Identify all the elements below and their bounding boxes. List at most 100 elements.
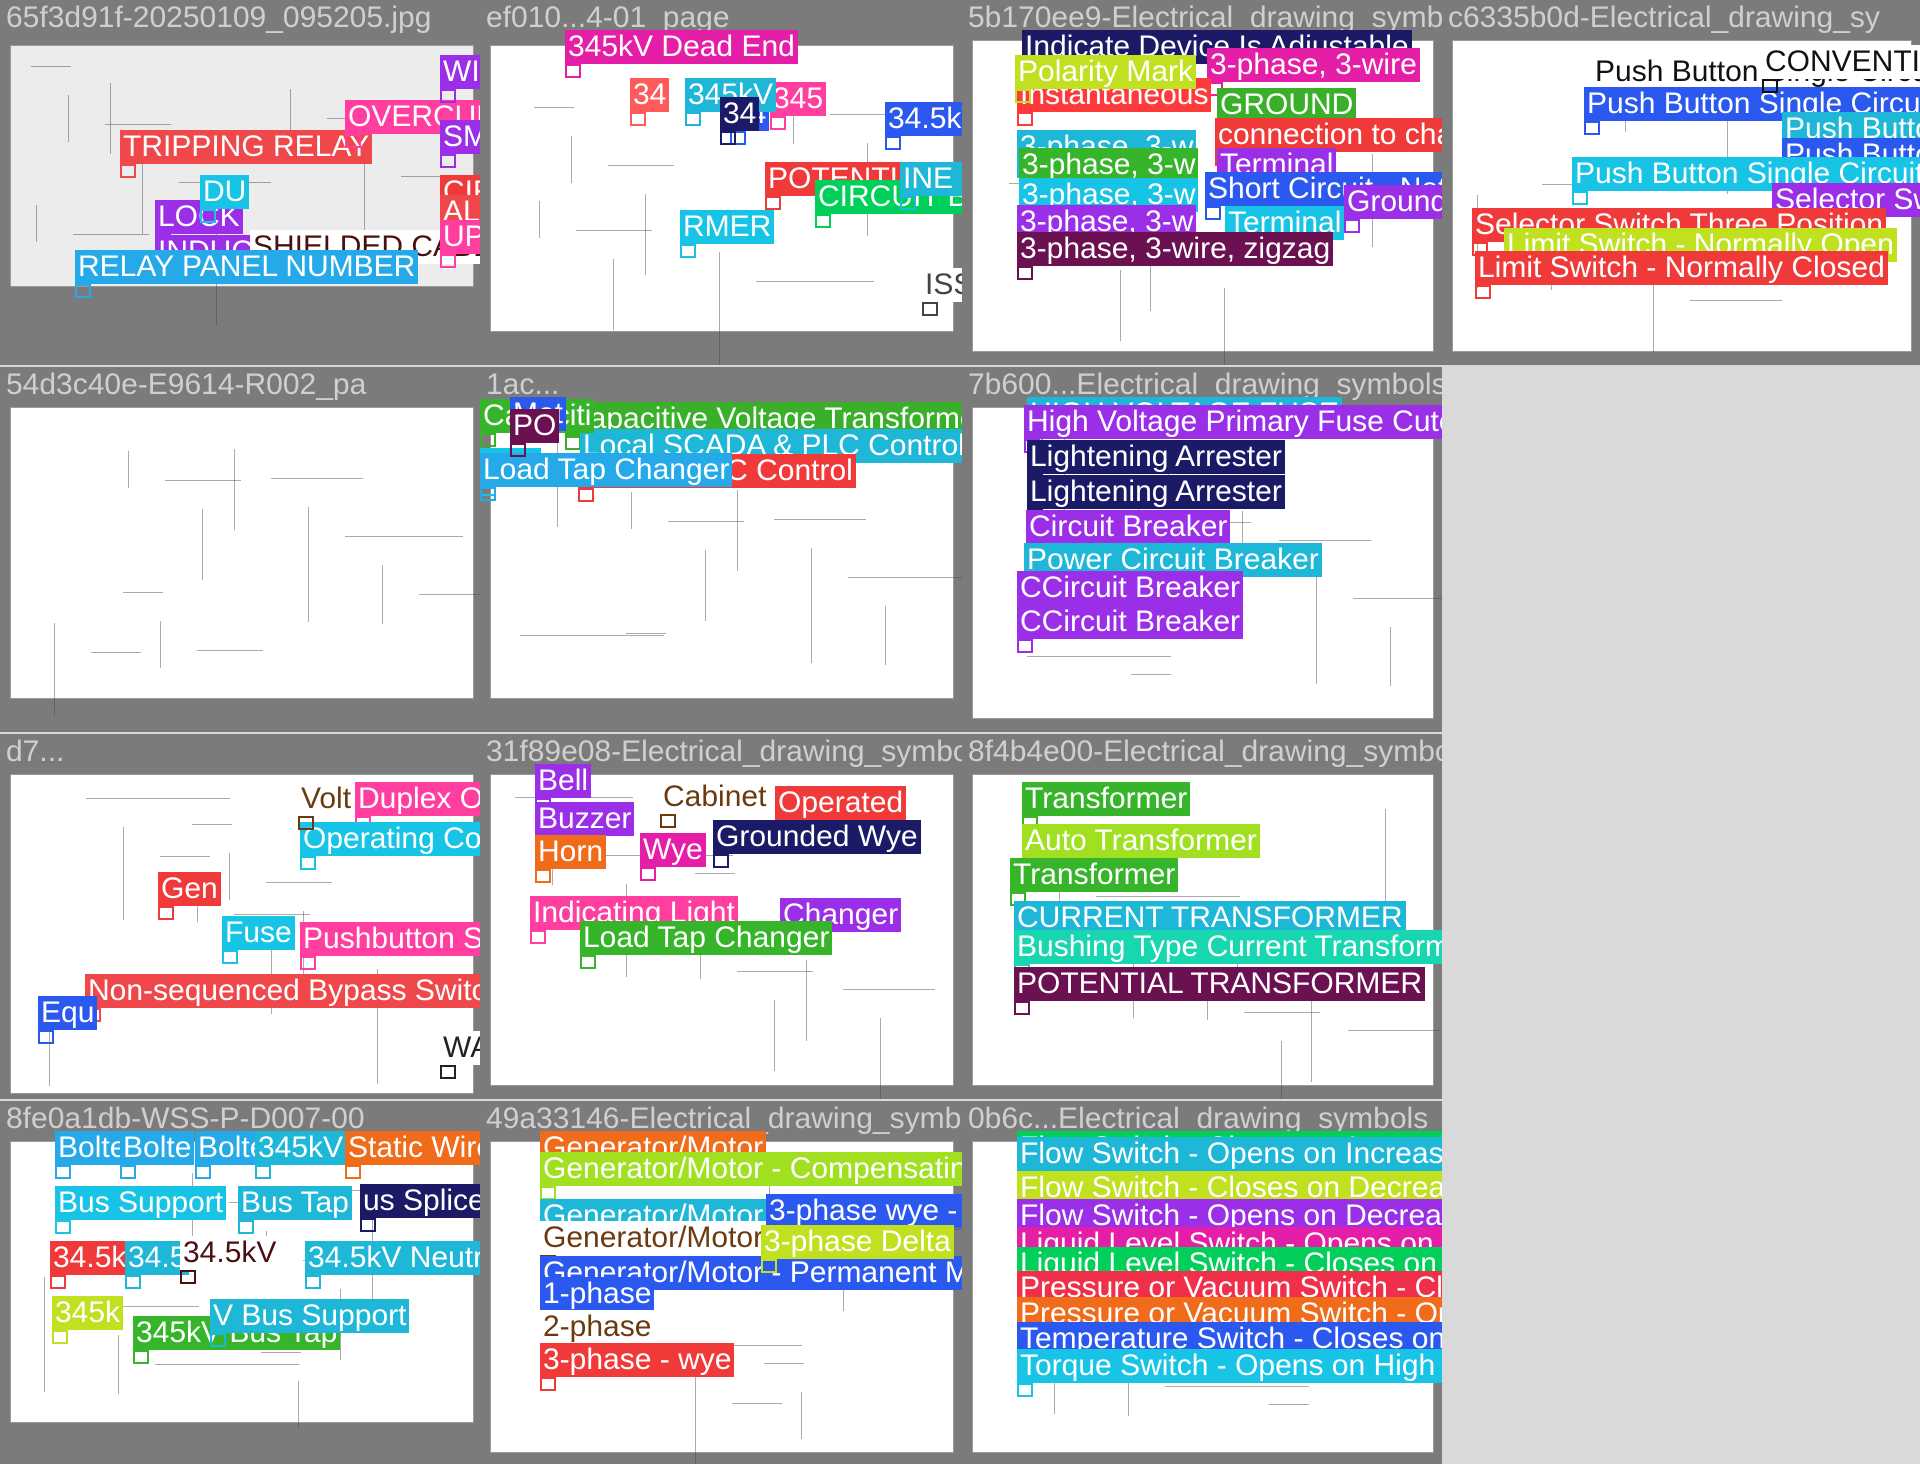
drawing-line (1279, 540, 1371, 541)
drawing-line (880, 1018, 881, 1099)
drawing-line (774, 519, 866, 520)
detection-box (440, 89, 456, 103)
file-name: 5b170ee9-Electrical_drawing_symbols (968, 1, 1442, 34)
detection-box (685, 112, 701, 126)
drawing-line (608, 165, 674, 166)
drawing-line (1385, 809, 1386, 924)
drawing-line (261, 1352, 301, 1353)
detection-box (305, 1275, 321, 1289)
detection-label: Generator/Motor (540, 1221, 767, 1255)
drawing-line (1165, 1386, 1309, 1387)
detection-label: Lightening Arrester (1027, 440, 1285, 474)
cell-7[interactable]: 7b600...Electrical_drawing_symbols_and_ H… (962, 367, 1442, 732)
detection-label: V Bus Support (210, 1299, 410, 1333)
detection-label: 3-phase, 3-wire, zigzag (1017, 232, 1334, 266)
file-name: d7... (6, 735, 65, 768)
drawing-line (1244, 1012, 1320, 1013)
detection-label: Duplex Outle (355, 782, 480, 816)
drawing-line (1207, 983, 1208, 1020)
detection-label: Fuse (222, 916, 295, 950)
detection-label: 1-phase (540, 1277, 655, 1311)
detection-box (761, 1259, 777, 1273)
detection-box (52, 1330, 68, 1344)
detection-box (38, 1030, 54, 1044)
drawing-line (756, 281, 874, 282)
detection-label: Flow Switch - Opens on Increase in Flow (1017, 1137, 1442, 1171)
drawing-line (105, 124, 171, 125)
detection-label: Limit Switch - Normally Closed (1475, 251, 1888, 285)
detection-label: 345 (770, 82, 827, 116)
detection-box (222, 950, 238, 964)
drawing-line (737, 971, 813, 972)
detection-label: ISSUED FOR CONSTRUCTION (922, 268, 962, 302)
drawing-line (1269, 1404, 1309, 1405)
detection-label: 345kV Dead End (565, 30, 798, 64)
drawing-line (1653, 271, 1654, 352)
cell-5[interactable]: 54d3c40e-E9614-R002_pa (0, 367, 480, 732)
drawing-line (1224, 288, 1225, 365)
drawing-line (1150, 230, 1151, 311)
detection-label: 34.5kV (180, 1236, 280, 1270)
file-name: 7b600...Electrical_drawing_symbols_and_ (968, 368, 1442, 401)
detection-box (510, 443, 526, 457)
drawing-line (1059, 867, 1060, 926)
drawing-line (806, 960, 807, 1041)
detection-box (158, 906, 174, 920)
detection-box (1205, 206, 1221, 220)
cell-10[interactable]: 8f4b4e00-Electrical_drawing_symbols_and_… (962, 734, 1442, 1099)
detection-label: WACO SOLAR, LLC (440, 1031, 480, 1065)
drawing-line (49, 1027, 50, 1086)
detection-box (578, 488, 594, 502)
drawing-line (705, 550, 706, 621)
detection-label: Cabinet (660, 780, 770, 814)
detection-label: us Splice (360, 1184, 480, 1218)
detection-box (660, 814, 676, 828)
drawing-line (73, 234, 149, 235)
drawing-line (1542, 184, 1582, 185)
detection-label: Static Wire/O (345, 1131, 480, 1165)
detection-label: Auto Transformer (1022, 824, 1260, 858)
detection-label: High Voltage Primary Fuse Cutout (1024, 405, 1442, 439)
drawing-line (382, 565, 383, 624)
detection-box (720, 131, 736, 145)
drawing-line (234, 914, 310, 915)
detection-box (55, 1165, 71, 1179)
detection-box (120, 1165, 136, 1179)
detection-label: 3-phase - wye (540, 1343, 735, 1377)
drawing-line (91, 652, 141, 653)
drawing-line (197, 650, 263, 651)
drawing-line (1311, 1001, 1312, 1082)
drawing-line (31, 66, 71, 67)
file-name: 49a33146-Electrical_drawing_symbols (486, 1102, 962, 1135)
drawing-line (229, 853, 230, 900)
detection-label: Bolte (120, 1131, 195, 1165)
detection-box (540, 1186, 556, 1200)
drawing-line (576, 230, 652, 231)
drawing-line (123, 827, 124, 920)
detection-label: 3-phase, 3-wire (1207, 48, 1420, 82)
detection-label: 34 (720, 97, 760, 131)
detection-label: 34 (630, 78, 670, 112)
detection-box (238, 1220, 254, 1234)
detection-box (345, 134, 361, 148)
detection-label: TRIPPING RELAY (120, 130, 373, 164)
drawing-line (165, 480, 241, 481)
detection-box (565, 64, 581, 78)
detection-label: UPPLY (440, 220, 480, 254)
detection-box (640, 867, 656, 881)
drawing-line (160, 856, 210, 857)
detection-box (345, 1165, 361, 1179)
detection-label: Volt (298, 782, 355, 816)
detection-box (480, 487, 496, 501)
drawing-line (377, 969, 378, 1084)
